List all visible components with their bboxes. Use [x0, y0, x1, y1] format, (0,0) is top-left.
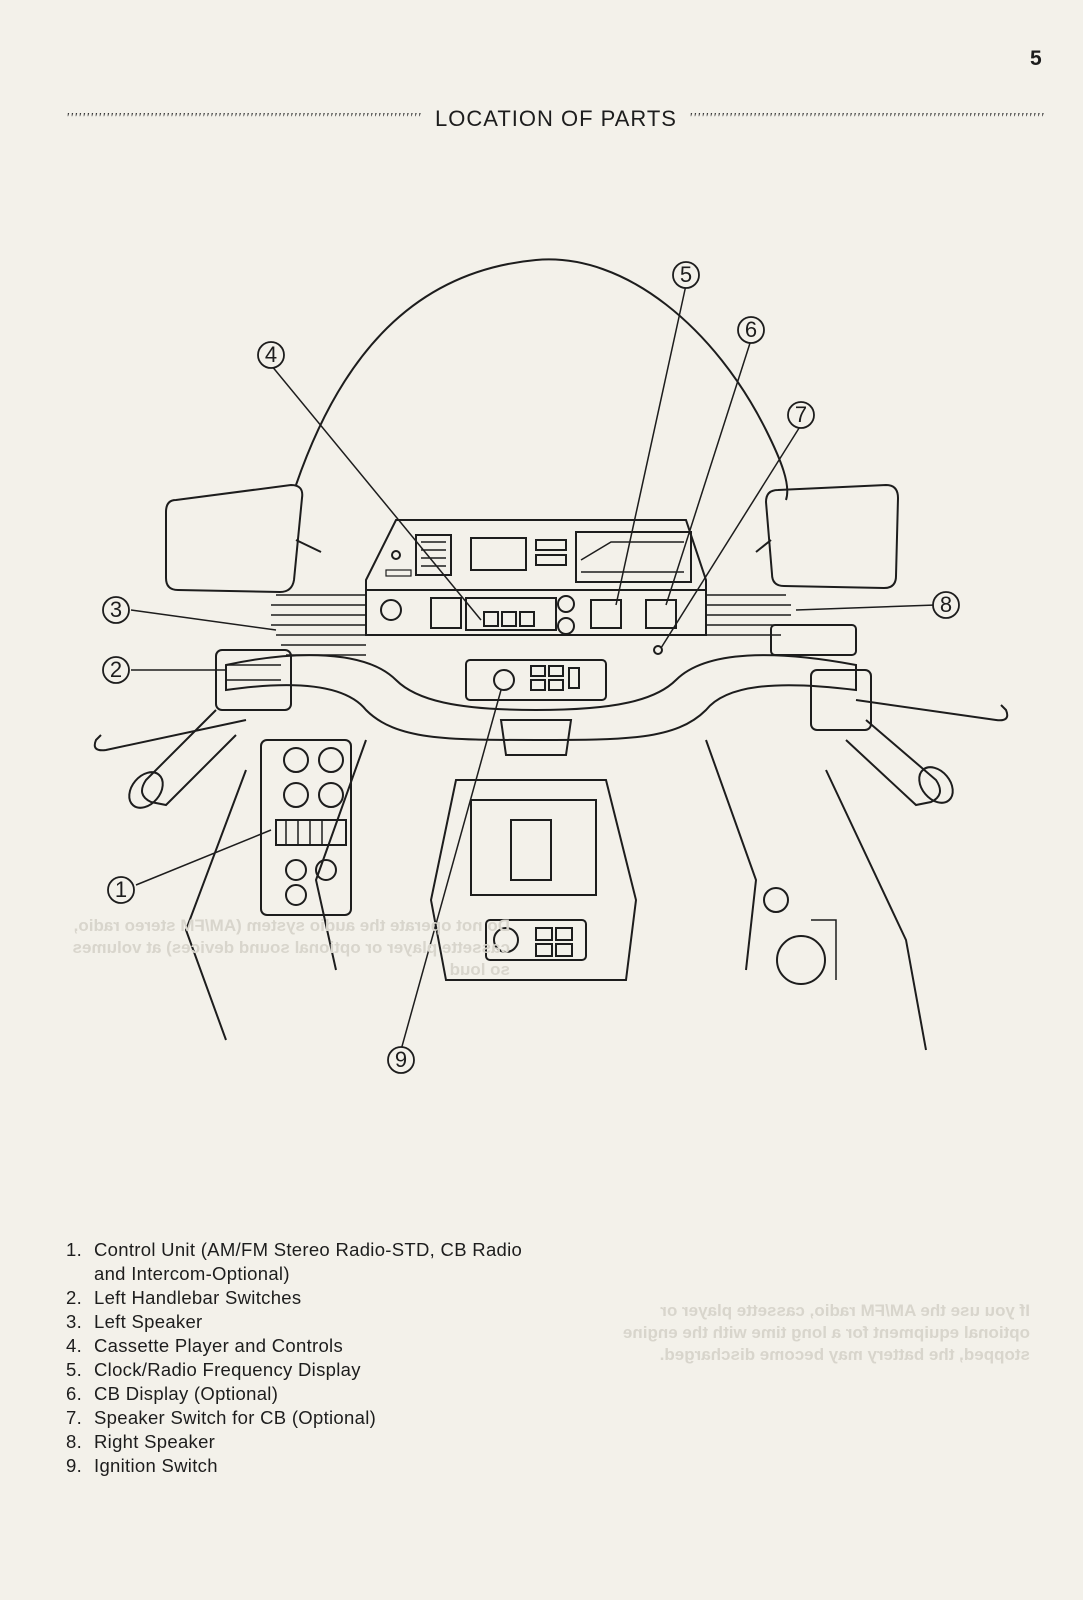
control-unit — [260, 739, 352, 916]
left-mirror — [165, 483, 304, 594]
callout-label: 4 — [265, 342, 277, 367]
callout-label: 2 — [110, 657, 122, 682]
leader-7 — [660, 424, 802, 649]
callout-label: 3 — [110, 597, 122, 622]
right-mirror — [764, 483, 900, 590]
legend-item: 4.Cassette Player and Controls — [66, 1335, 344, 1356]
leader-5 — [615, 284, 687, 606]
callout-4: 4 — [257, 341, 285, 369]
legend-item: 7.Speaker Switch for CB (Optional) — [66, 1407, 377, 1428]
right-switch-housing — [810, 669, 872, 731]
callout-label: 1 — [115, 877, 127, 902]
callout-label: 8 — [940, 592, 952, 617]
callout-label: 9 — [395, 1047, 407, 1072]
parts-legend: 1.Control Unit (AM/FM Stereo Radio-STD, … — [66, 1238, 536, 1478]
callout-8: 8 — [932, 591, 960, 619]
right-lever — [855, 699, 1009, 722]
callout-9: 9 — [387, 1046, 415, 1074]
leader-1 — [135, 829, 272, 886]
callout-5: 5 — [672, 261, 700, 289]
callout-3: 3 — [102, 596, 130, 624]
handlebar — [225, 654, 857, 741]
motorcycle-cockpit-diagram: 1 2 3 4 5 6 7 8 9 — [66, 180, 1046, 1120]
header-dots-right — [689, 113, 1046, 125]
right-grip — [845, 719, 941, 807]
leader-3 — [130, 609, 277, 631]
legend-item: 3.Left Speaker — [66, 1311, 203, 1332]
callout-6: 6 — [737, 316, 765, 344]
callout-label: 5 — [680, 262, 692, 287]
leader-6 — [665, 339, 752, 606]
bleed-through-text-2: If you use the AM/FM radio, cassette pla… — [622, 1301, 1030, 1364]
section-title: LOCATION OF PARTS — [435, 106, 677, 131]
windshield — [295, 258, 789, 501]
callout-1: 1 — [107, 876, 135, 904]
legend-item: 1.Control Unit (AM/FM Stereo Radio-STD, … — [66, 1239, 523, 1284]
center-console — [429, 779, 638, 981]
callout-label: 7 — [795, 402, 807, 427]
header-dots-left — [66, 113, 423, 125]
left-lever — [93, 719, 247, 752]
legend-item: 2.Left Handlebar Switches — [66, 1287, 302, 1308]
section-header: LOCATION OF PARTS — [66, 104, 1046, 134]
legend-item: 8.Right Speaker — [66, 1431, 216, 1452]
legend-item: 5.Clock/Radio Frequency Display — [66, 1359, 361, 1380]
page-number: 5 — [1030, 47, 1042, 70]
leader-8 — [795, 604, 937, 611]
legend-item: 6.CB Display (Optional) — [66, 1383, 279, 1404]
right-speaker — [706, 594, 791, 636]
callout-7: 7 — [787, 401, 815, 429]
left-speaker — [271, 594, 366, 656]
callout-2: 2 — [102, 656, 130, 684]
leader-4 — [270, 364, 482, 621]
callout-label: 6 — [745, 317, 757, 342]
left-grip — [141, 709, 237, 807]
left-switch-housing — [215, 649, 292, 711]
legend-item: 9.Ignition Switch — [66, 1455, 218, 1476]
leader-9 — [400, 689, 502, 1051]
